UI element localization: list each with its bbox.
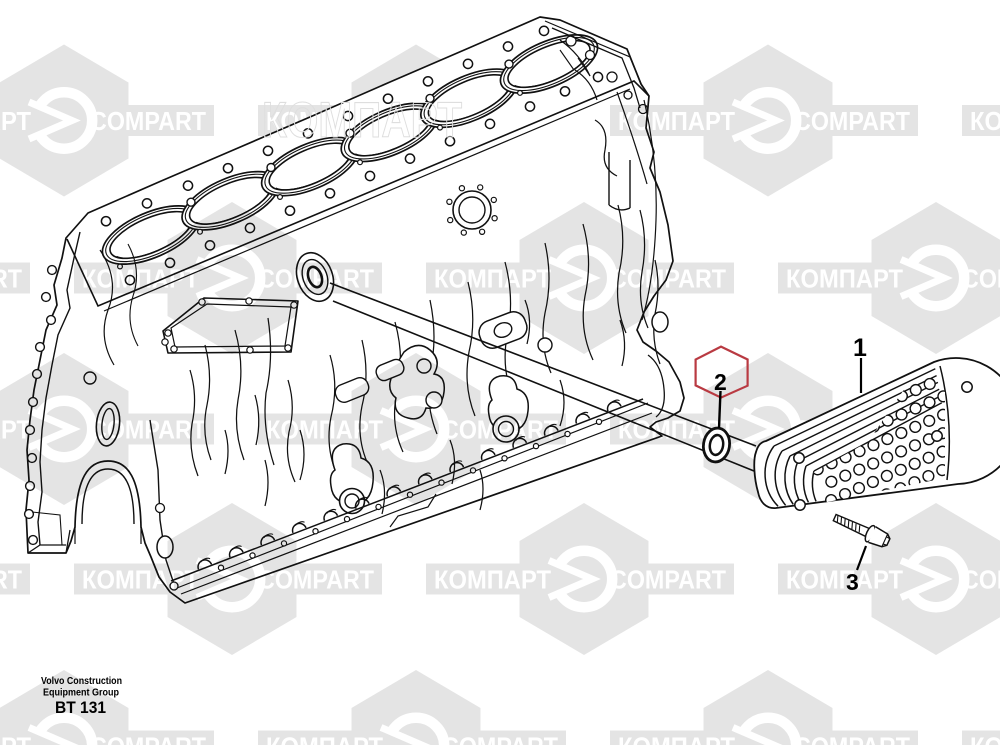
- svg-text:КОМПАРТ: КОМПАРТ: [266, 732, 383, 745]
- svg-text:COMPART: COMPART: [90, 732, 206, 745]
- svg-text:COMPART: COMPART: [794, 106, 910, 136]
- svg-text:Equipment Group: Equipment Group: [43, 688, 119, 699]
- svg-text:BT 131: BT 131: [55, 699, 106, 717]
- svg-text:КОМПАРТ: КОМПАРТ: [786, 565, 903, 595]
- svg-text:КОМПАРТ: КОМПАРТ: [82, 565, 199, 595]
- svg-text:COMPART: COMPART: [442, 732, 558, 745]
- svg-text:Volvo Construction: Volvo Construction: [41, 676, 122, 687]
- svg-text:КОМПАРТ: КОМПАРТ: [262, 92, 462, 148]
- svg-text:КОМПАРТ: КОМПАРТ: [0, 415, 31, 445]
- svg-text:КОМПАРТ: КОМПАРТ: [970, 106, 1000, 136]
- svg-text:COMPART: COMPART: [442, 415, 558, 445]
- svg-text:COMPART: COMPART: [794, 732, 910, 745]
- svg-text:КОМПАРТ: КОМПАРТ: [434, 565, 551, 595]
- svg-text:КОМПАРТ: КОМПАРТ: [786, 264, 903, 294]
- svg-text:COMPART: COMPART: [610, 264, 726, 294]
- svg-text:COMPART: COMPART: [0, 264, 22, 294]
- svg-text:COMPART: COMPART: [962, 264, 1000, 294]
- svg-text:КОМПАРТ: КОМПАРТ: [618, 106, 735, 136]
- svg-text:КОМПАРТ: КОМПАРТ: [266, 415, 383, 445]
- svg-text:COMPART: COMPART: [258, 264, 374, 294]
- svg-text:КОМПАРТ: КОМПАРТ: [82, 264, 199, 294]
- svg-text:COMPART: COMPART: [90, 415, 206, 445]
- svg-text:1: 1: [853, 334, 867, 362]
- svg-text:КОМПАРТ: КОМПАРТ: [0, 106, 31, 136]
- svg-text:2: 2: [714, 369, 727, 395]
- svg-text:COMPART: COMPART: [610, 565, 726, 595]
- svg-text:COMPART: COMPART: [90, 106, 206, 136]
- svg-text:КОМПАРТ: КОМПАРТ: [0, 732, 31, 745]
- svg-text:КОМПАРТ: КОМПАРТ: [970, 732, 1000, 745]
- svg-text:3: 3: [846, 569, 859, 595]
- svg-text:COMPART: COMPART: [0, 565, 22, 595]
- svg-text:COMPART: COMPART: [258, 565, 374, 595]
- svg-text:КОМПАРТ: КОМПАРТ: [618, 732, 735, 745]
- svg-text:COMPART: COMPART: [962, 565, 1000, 595]
- svg-text:КОМПАРТ: КОМПАРТ: [434, 264, 551, 294]
